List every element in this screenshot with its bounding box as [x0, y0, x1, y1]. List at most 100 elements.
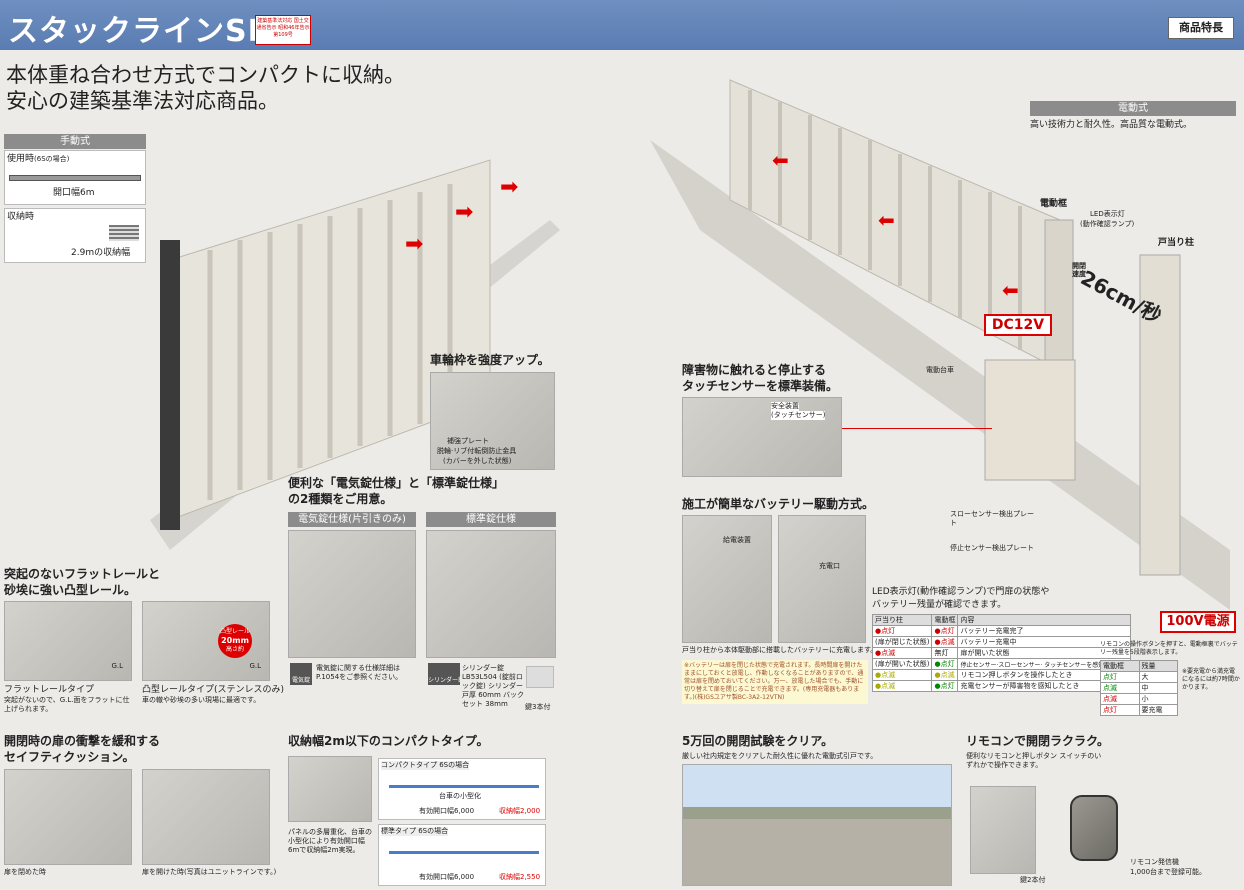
- standard-diagram: 標準タイプ 6Sの場合 有効開口幅6,000 収納幅2,550: [378, 824, 546, 886]
- convex-rail-photo: G.L 凸型レール 20mm 高さ約: [142, 601, 270, 681]
- cushion-caption2: 扉を開けた時(写真はユニットラインです。): [142, 868, 277, 876]
- cushion-closed-photo: [4, 769, 132, 865]
- led-cell: ●点灯: [931, 658, 959, 670]
- charge-device-photo: 給電装置: [682, 515, 772, 643]
- sensor-title2: タッチセンサーを標準装備。: [682, 379, 839, 393]
- rail-badge-bottom: 高さ約: [225, 646, 244, 653]
- led-cell: ●点灯: [931, 680, 959, 692]
- header-bar: [0, 0, 1244, 50]
- led-cell: (扉が閉じた状態): [871, 636, 933, 648]
- led-table-title2: バッテリー残量が確認できます。: [872, 600, 1007, 610]
- lock-title1: 便利な「電気錠仕様」と「標準錠仕様」: [288, 476, 505, 490]
- sensor-title1: 障害物に触れると停止する: [682, 363, 827, 377]
- compact-type2: 標準タイプ 6Sの場合: [381, 827, 449, 836]
- wheel-note3: (カバーを外した状態): [443, 457, 512, 465]
- opening-width: 開口幅6m: [53, 188, 95, 198]
- compact-desc: パネルの多層重化、台車の小型化により有効開口幅6mで収納幅2m実現。: [288, 828, 372, 854]
- led-cell: 充電センサーが障害物を感知したとき: [957, 680, 1132, 692]
- level-cell: 点滅: [1100, 682, 1140, 694]
- arrow-icon-3: ➡: [500, 175, 519, 200]
- tagline: 本体重ね合わせ方式でコンパクトに収納。 安心の建築基準法対応商品。: [6, 62, 405, 114]
- in-use-label: 使用時: [7, 154, 35, 164]
- led-header: 戸当り柱: [871, 614, 933, 626]
- battery-note: ※バッテリーは扉を閉じた状態で充電されます。長時間扉を開けたままにしておくと放電…: [682, 660, 868, 704]
- transmitter-label: リモコン発信機: [1130, 858, 1179, 866]
- standard-rail-line: [389, 851, 539, 854]
- led-cell: ●点灯: [931, 625, 959, 637]
- dim-store-2: 収納幅2,550: [499, 873, 541, 881]
- cushion-title2: セイフティクッション。: [4, 750, 135, 764]
- in-use-sub: (6Sの場合): [34, 155, 70, 163]
- carriage-label: 電動台車: [926, 366, 954, 374]
- led-header: 電動框: [931, 614, 959, 626]
- safety-sub: (タッチセンサー): [771, 411, 826, 420]
- convex-rail-label: 凸型レールタイプ(ステンレスのみ): [142, 685, 285, 695]
- certification-badge: 建築基準法対応 国土交通省告示 昭和46年告示第109号: [255, 15, 311, 45]
- sensor-photo: 安全装置 (タッチセンサー): [682, 397, 842, 477]
- remote-keys: 鍵2本付: [1020, 876, 1046, 884]
- durability-title: 5万回の開閉試験をクリア。: [682, 734, 834, 748]
- rail-title1: 突起のないフラットレールと: [4, 567, 161, 581]
- wheel-note1: 補強プレート: [447, 437, 489, 445]
- rail-badge-value: 20mm: [221, 636, 249, 645]
- level-cell: 中: [1138, 682, 1178, 694]
- gl-label-2: G.L: [249, 662, 261, 670]
- compact-rail-line: [389, 785, 539, 788]
- standard-lock-note: シリンダー錠LB53L504 (錠前ロック錠) シリンダー戸厚 60mm バック…: [462, 664, 524, 708]
- dim-open-2: 有効開口幅6,000: [419, 873, 475, 881]
- remote-switch-photo: [970, 786, 1036, 874]
- wheel-note2: 脱輪·リブ付転倒防止金具: [437, 447, 517, 455]
- compact-title: 収納幅2m以下のコンパクトタイプ。: [288, 734, 489, 748]
- electric-lock-photo: [288, 530, 416, 658]
- level-cell: 大: [1138, 671, 1178, 683]
- stop-sensor-label: 停止センサー検出プレート: [950, 544, 1034, 552]
- durability-photo: [682, 764, 952, 886]
- flat-rail-label: フラットレールタイプ: [4, 685, 95, 695]
- arrow-icon-5: ⬅: [878, 208, 895, 232]
- cushion-title1: 開閉時の扉の衝撃を緩和する: [4, 734, 161, 748]
- remote-transmitter-icon: [1070, 795, 1118, 861]
- level-cell: 要充電: [1138, 704, 1178, 716]
- tagline-line2: 安心の建築基準法対応商品。: [6, 89, 279, 113]
- compact-type1: コンパクトタイプ 6Sの場合: [381, 761, 470, 770]
- rail-title2: 砂埃に強い凸型レール。: [4, 583, 137, 597]
- led-cell: ●点滅: [871, 680, 933, 692]
- led-status-table: 戸当り柱 電動框 内容 ●点灯●点灯バッテリー充電完了 (扉が閉じた状態)●点滅…: [871, 614, 1132, 692]
- speed-label: 開閉速度: [1072, 262, 1086, 278]
- electric-lock-label: 電気錠仕様(片引きのみ): [288, 512, 416, 527]
- electric-lock-icon: 電気錠: [290, 663, 312, 685]
- in-use-diagram: [9, 175, 141, 181]
- led-cell: バッテリー充電完了: [957, 625, 1132, 637]
- compact-diagram: コンパクトタイプ 6Sの場合 台車の小型化 有効開口幅6,000 収納幅2,00…: [378, 758, 546, 820]
- led-cell: ●点滅: [931, 669, 959, 681]
- battery-level-side: ※要充電から満充電になるには約7時間かかります。: [1182, 668, 1240, 691]
- dim-open-1: 有効開口幅6,000: [419, 807, 475, 815]
- manual-stored-panel: 収納時 2.9mの収納幅: [4, 208, 146, 263]
- cushion-open-photo: [142, 769, 270, 865]
- frame-label: 電動框: [1040, 199, 1068, 209]
- trolley-note: 台車の小型化: [439, 792, 481, 800]
- led-label: LED表示灯: [1090, 210, 1125, 218]
- electric-label: 電動式: [1030, 101, 1236, 116]
- flat-rail-photo: G.L: [4, 601, 132, 681]
- manual-label: 手動式: [4, 134, 146, 149]
- led-header: 内容: [957, 614, 1132, 626]
- standard-lock-label: 標準錠仕様: [426, 512, 556, 527]
- led-sub: (動作確認ランプ): [1080, 220, 1135, 228]
- compact-photo: [288, 756, 372, 822]
- level-header: 残量: [1138, 660, 1178, 672]
- charge-device-label: 給電装置: [723, 536, 751, 544]
- sensor-callout-line: [842, 428, 992, 429]
- convex-rail-desc: 車の轍や砂埃の多い現場に最適です。: [142, 696, 261, 704]
- remote-desc: 便利なリモコンと押しボタン スイッチのいずれかで操作できます。: [966, 752, 1102, 769]
- electric-gate-illustration: [650, 79, 1230, 610]
- level-cell: 点灯: [1100, 704, 1140, 716]
- feature-label: 商品特長: [1168, 17, 1234, 39]
- arrow-icon-6: ⬅: [1002, 278, 1019, 302]
- tagline-line1: 本体重ね合わせ方式でコンパクトに収納。: [6, 63, 405, 87]
- arrow-icon-4: ⬅: [772, 148, 789, 172]
- charge-port-label: 充電口: [819, 562, 840, 570]
- dc12v-badge: DC12V: [984, 314, 1052, 336]
- power-100v-badge: 100V電源: [1160, 611, 1236, 633]
- manual-gate-illustration: [150, 159, 560, 550]
